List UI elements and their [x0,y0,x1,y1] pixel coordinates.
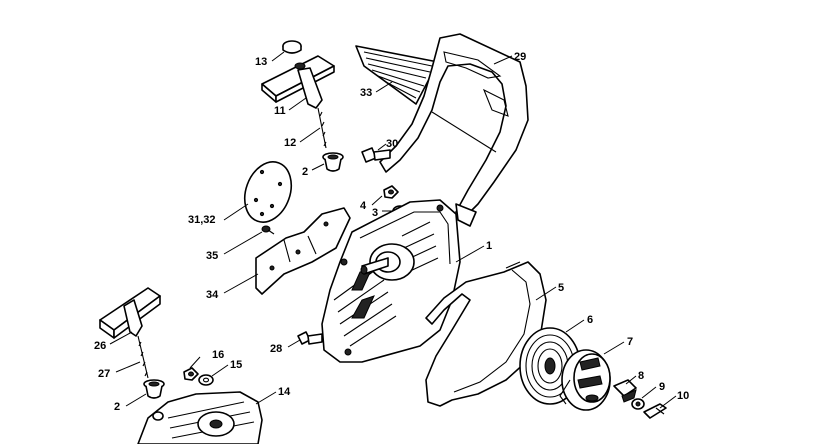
callout-14: 14 [278,386,291,398]
part-15-washer [198,374,214,386]
part-4-nut [383,185,399,199]
part-34-plate [255,207,351,295]
callout-27: 27 [98,368,110,380]
callout-10: 10 [677,390,689,402]
part-30-screw [361,147,391,163]
part-35-screw [261,225,275,235]
callout-2-top: 2 [302,166,308,178]
callout-3: 3 [372,207,378,219]
part-31-32-disc [243,161,293,223]
callout-5: 5 [558,282,564,294]
callout-34: 34 [206,289,219,301]
callout-1: 1 [486,240,492,252]
callout-16: 16 [212,349,224,361]
part-7-rope-rotor [559,349,611,411]
part-33-mesh [355,45,439,105]
part-1-housing [321,199,461,363]
callout-33: 33 [360,87,372,99]
leader-lines [109,51,677,409]
callout-35: 35 [206,250,218,262]
callout-31-32: 31,32 [188,214,216,226]
callout-9: 9 [659,381,665,393]
part-27-rope [137,335,149,379]
callout-8: 8 [638,370,644,382]
callout-labels: 13 11 12 2 31,32 35 34 33 29 30 4 3 1 5 … [94,51,689,413]
part-12-rope [317,107,327,149]
callout-2-bottom: 2 [114,401,120,413]
part-26-starter-grip [99,287,161,339]
part-9-washer [631,398,645,410]
callout-13: 13 [255,56,267,68]
callout-30: 30 [386,138,398,150]
callout-11: 11 [274,105,286,117]
callout-29: 29 [514,51,526,63]
callout-26: 26 [94,340,106,352]
part-28-screw [297,331,323,345]
part-11-starter-grip [261,55,335,109]
callout-12: 12 [284,137,296,149]
callout-28: 28 [270,343,282,355]
callout-15: 15 [230,359,242,371]
callout-7: 7 [627,336,633,348]
part-5-cover-shell [425,261,547,407]
part-14-lower-housing [137,391,263,444]
part-13-cap [282,40,302,54]
callout-6: 6 [587,314,593,326]
callout-4: 4 [360,200,367,212]
part-8-pawl [613,379,637,403]
part-16-nut [183,367,199,381]
part-2-bushing-bottom [143,379,165,399]
part-2-bushing-top [322,152,344,172]
